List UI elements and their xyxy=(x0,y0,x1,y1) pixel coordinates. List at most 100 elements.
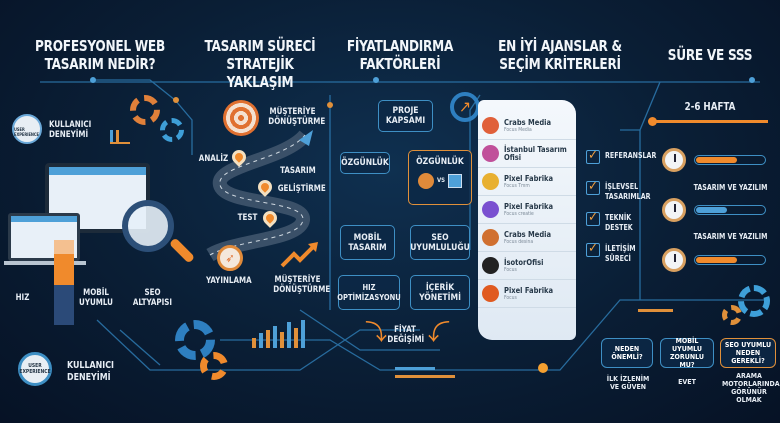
curved-arrow-icon: ⤵ xyxy=(428,321,451,346)
section-title-web: PROFESYONEL WEB TASARIM NEDİR? xyxy=(35,37,165,73)
duration-range: 2-6 HAFTA xyxy=(684,100,736,113)
bar-chart-icon xyxy=(252,320,305,348)
section-title-process: TASARIM SÜRECİ STRATEJİK YAKLAŞIM xyxy=(204,37,316,91)
label-gelistirme: GELİŞTİRME xyxy=(277,184,326,194)
clock-icon xyxy=(662,148,686,172)
label-goal: MÜŞTERİYE DÖNÜŞTÜRME xyxy=(268,107,326,127)
gear-icon xyxy=(160,118,184,142)
checkbox-icon: ✓ xyxy=(586,242,600,257)
section-title-duration: SÜRE VE SSS xyxy=(667,46,753,64)
checkbox-icon: ✓ xyxy=(586,149,600,164)
agency-name: İsotorOfisi xyxy=(504,257,544,267)
ux-label: KULLANICI DENEYİMİ xyxy=(49,120,92,140)
faq-answer: ARAMA MOTORLARINDA GÖRÜNÜR OLMAK xyxy=(722,372,780,404)
agency-subtitle: Focus Media xyxy=(504,126,532,133)
section-title-agencies: EN İYİ AJANSLAR & SEÇİM KRİTERLERİ xyxy=(498,37,622,73)
agency-name: Pixel Fabrika xyxy=(504,201,554,211)
label-mobil-uyumlu: MOBİL UYUMLU xyxy=(79,288,113,308)
agency-subtitle: Focus xyxy=(504,294,517,301)
box-proje-kapsami: PROJE KAPSAMI xyxy=(378,100,433,132)
agency-item: İstanbul Tasarım Ofisi xyxy=(478,140,576,168)
agency-subtitle: Focus xyxy=(504,266,517,273)
clock-icon xyxy=(662,248,686,272)
box-seo-uyumlulugu: SEO UYUMLULUĞU xyxy=(410,225,470,260)
box-mobil-tasarim: MOBİL TASARIM xyxy=(340,225,395,260)
box-ozgunluk: ÖZGÜNLÜK xyxy=(340,152,390,174)
road-path xyxy=(206,130,313,262)
timeline-start-dot xyxy=(648,117,657,126)
label-tasarim: TASARIM xyxy=(280,166,316,176)
rocket-icon: ➶ xyxy=(217,245,243,271)
label-analiz: ANALİZ xyxy=(198,154,229,164)
label-goal-bottom: MÜŞTERİYE DÖNÜŞTÜRME xyxy=(273,275,331,295)
person-illustration xyxy=(54,240,74,325)
target-icon xyxy=(223,100,259,136)
box-ozgunluk-compare: ÖZGÜNLÜK VS xyxy=(408,150,472,205)
clock-icon xyxy=(662,198,686,222)
agency-name: Pixel Fabrika xyxy=(504,285,554,295)
agency-name: İstanbul Tasarım Ofisi xyxy=(504,144,567,162)
timeline-bar xyxy=(650,120,768,123)
gear-icon xyxy=(200,352,228,380)
agency-name: Crabs Media xyxy=(504,229,552,239)
faq-answer: İLK İZLENİM VE GÜVEN xyxy=(606,375,650,391)
criterion-label: İLETİŞİM SÜRECİ xyxy=(605,244,636,263)
laptop-illustration xyxy=(8,213,80,261)
duration-progress-bar xyxy=(694,205,766,215)
agency-name: Crabs Media xyxy=(504,117,552,127)
label-hiz: HIZ xyxy=(15,293,30,303)
palette-icon xyxy=(417,173,434,189)
growth-chart-icon: ↗ xyxy=(450,92,480,122)
label-yayinlama: YAYINLAMA xyxy=(206,276,252,286)
agency-subtitle: Focus creatie xyxy=(504,210,534,217)
bar-chart-icon xyxy=(110,130,130,144)
box-hiz-optimizasyonu: HIZ OPTİMİZASYONU xyxy=(337,275,401,310)
vs-label: VS xyxy=(436,177,446,184)
faq-question: NEDEN ÖNEMLİ? xyxy=(601,338,653,368)
label-tasarim-yazilim: TASARIM VE YAZILIM xyxy=(693,183,768,192)
faq-answer: EVET xyxy=(678,378,696,386)
duration-progress-bar xyxy=(694,255,766,265)
criterion-label: TEKNİK DESTEK xyxy=(605,213,633,232)
agency-subtitle: Focus Tmm xyxy=(504,182,530,189)
duration-progress-bar xyxy=(694,155,766,165)
user-experience-badge: USER EXPERIENCE xyxy=(18,352,52,386)
curved-arrow-icon: ⤵ xyxy=(365,321,388,346)
label-tasarim-yazilim: TASARIM VE YAZILIM xyxy=(693,232,768,241)
agency-logo-icon xyxy=(482,257,499,274)
agency-logo-icon xyxy=(482,201,499,218)
magnifier-icon xyxy=(122,200,174,252)
gear-icon xyxy=(130,95,160,125)
faq-question: SEO UYUMLU NEDEN GEREKLİ? xyxy=(720,338,776,368)
agency-subtitle: Focus desina xyxy=(504,238,534,245)
gear-icon xyxy=(722,305,742,325)
ux-label-bottom: KULLANICI DENEYİMİ xyxy=(67,360,114,383)
checkbox-icon: ✓ xyxy=(586,211,600,226)
label-fiyat-degisimi: FİYAT DEĞİŞİMİ xyxy=(387,325,425,345)
gear-icon xyxy=(175,320,215,360)
section-title-pricing: FİYATLANDIRMA FAKTÖRLERİ xyxy=(346,37,454,73)
template-icon xyxy=(448,174,463,188)
laptop-base xyxy=(4,261,86,265)
agency-logo-icon xyxy=(482,145,499,162)
criterion-label: İŞLEVSEL TASARIMLAR xyxy=(605,182,651,201)
criterion-label: REFERANSLAR xyxy=(605,151,657,160)
agency-name: Pixel Fabrika xyxy=(504,173,554,183)
label-seo-altyapisi: SEO ALTYAPISI xyxy=(132,288,173,308)
agency-logo-icon xyxy=(482,173,499,190)
label-test: TEST xyxy=(237,213,258,223)
growth-arrow-icon xyxy=(280,242,318,268)
ux-badge-icon: USER EXPERIENCE xyxy=(12,114,42,144)
faq-question: MOBİL UYUMLU ZORUNLU MU? xyxy=(660,337,714,369)
checkbox-icon: ✓ xyxy=(586,180,600,195)
gear-icon xyxy=(738,285,770,317)
agency-logo-icon xyxy=(482,117,499,134)
agency-logo-icon xyxy=(482,229,499,246)
